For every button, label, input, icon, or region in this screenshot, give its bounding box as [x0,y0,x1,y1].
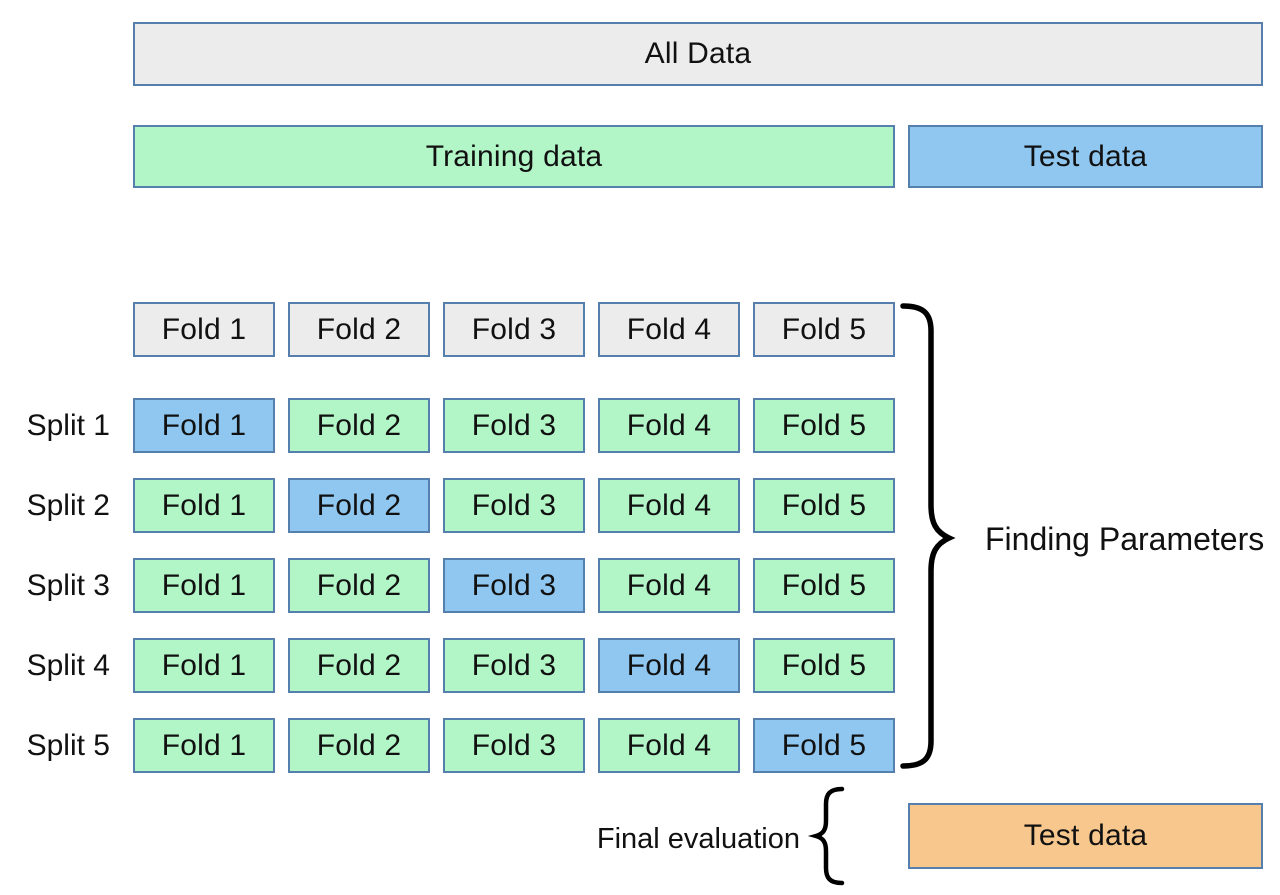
split-3-fold-3-test: Fold 3 [443,558,585,613]
split-4-fold-1: Fold 1 [133,638,275,693]
fold-header-3: Fold 3 [443,302,585,357]
split-1-fold-5: Fold 5 [753,398,895,453]
split-3-fold-1: Fold 1 [133,558,275,613]
split-2-fold-3: Fold 3 [443,478,585,533]
split-4-fold-4-test: Fold 4 [598,638,740,693]
split-5-fold-2: Fold 2 [288,718,430,773]
split-3-fold-5: Fold 5 [753,558,895,613]
split-3-fold-2: Fold 2 [288,558,430,613]
split-4-fold-2: Fold 2 [288,638,430,693]
split-4-fold-5: Fold 5 [753,638,895,693]
split-5-fold-4: Fold 4 [598,718,740,773]
split-2-fold-1: Fold 1 [133,478,275,533]
fold-header-5: Fold 5 [753,302,895,357]
training-data-bar: Training data [133,125,895,188]
split-5-fold-5-test: Fold 5 [753,718,895,773]
finding-parameters-brace [900,303,956,769]
split-1-fold-2: Fold 2 [288,398,430,453]
split-1-fold-3: Fold 3 [443,398,585,453]
split-3-label: Split 3 [26,569,110,602]
test-data-bar: Test data [908,125,1263,188]
split-5-fold-1: Fold 1 [133,718,275,773]
split-4-fold-3: Fold 3 [443,638,585,693]
all-data-bar: All Data [133,22,1263,86]
fold-header-1: Fold 1 [133,302,275,357]
split-5-label: Split 5 [26,729,110,762]
final-test-data-box: Test data [908,803,1263,869]
fold-header-2: Fold 2 [288,302,430,357]
final-evaluation-brace [807,786,845,886]
split-2-fold-5: Fold 5 [753,478,895,533]
final-evaluation-label: Final evaluation [596,823,800,855]
split-4-label: Split 4 [26,649,110,682]
split-1-fold-4: Fold 4 [598,398,740,453]
split-3-fold-4: Fold 4 [598,558,740,613]
split-2-label: Split 2 [26,489,110,522]
fold-header-4: Fold 4 [598,302,740,357]
finding-parameters-label: Finding Parameters [985,521,1265,557]
split-2-fold-4: Fold 4 [598,478,740,533]
split-1-fold-1-test: Fold 1 [133,398,275,453]
split-1-label: Split 1 [26,409,110,442]
split-5-fold-3: Fold 3 [443,718,585,773]
split-2-fold-2-test: Fold 2 [288,478,430,533]
